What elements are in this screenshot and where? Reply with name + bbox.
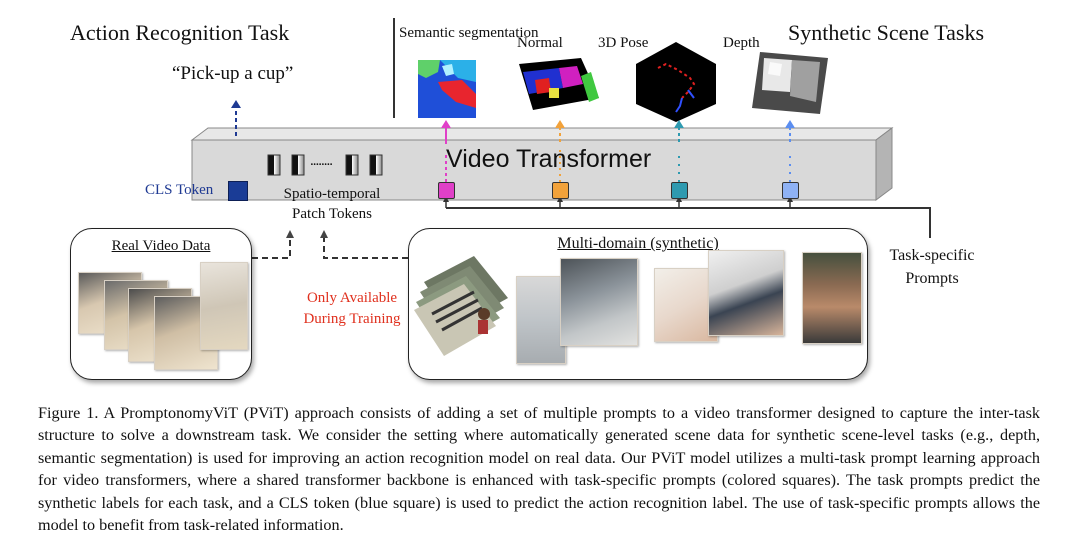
patch-tokens-label: Spatio-temporal Patch Tokens (275, 184, 389, 224)
prompts-label-line2: Prompts (905, 270, 959, 287)
training-note-line2: During Training (303, 311, 401, 327)
synthetic-data-title: Multi-domain (synthetic) (557, 235, 719, 252)
action-recognition-heading: Action Recognition Task (70, 20, 290, 45)
section-divider (393, 18, 395, 118)
patch-tokens-label-line2: Patch Tokens (292, 206, 372, 222)
real-video-frame-5 (200, 262, 248, 350)
prompt-token-normal (552, 182, 569, 199)
connector-layer (231, 100, 931, 259)
synthetic-frame-face (802, 252, 862, 344)
task-specific-prompts-label: Task-specific Prompts (882, 244, 982, 290)
figure-caption: Figure 1. A PromptonomyViT (PViT) approa… (38, 404, 1040, 535)
synthetic-tasks-heading: Synthetic Scene Tasks (788, 20, 985, 45)
normal-output-image (519, 58, 599, 110)
video-transformer-label: Video Transformer (446, 145, 652, 173)
prompt-token-semantic (438, 182, 455, 199)
synthetic-stacked-frames (414, 256, 508, 356)
real-video-data-title: Real Video Data (111, 238, 211, 254)
semantic-segmentation-output-image (418, 60, 476, 118)
synthetic-frame-building-2 (560, 258, 638, 346)
3d-pose-output-image (636, 42, 716, 122)
synthetic-frame-hand-1 (654, 268, 718, 342)
task-label-normal: Normal (517, 35, 563, 51)
patch-token-sequence (267, 154, 383, 176)
prompt-token-depth (782, 182, 799, 199)
depth-output-image (752, 52, 828, 114)
prompt-token-3d-pose (671, 182, 688, 199)
synthetic-frame-building-1 (516, 276, 566, 364)
prompts-label-line1: Task-specific (889, 247, 975, 264)
training-note-line1: Only Available (306, 290, 398, 306)
patch-tokens-label-line1: Spatio-temporal (283, 186, 381, 202)
cls-token-label: CLS Token (145, 182, 214, 198)
synthetic-frame-hand-2 (708, 250, 784, 336)
action-prediction-label: “Pick-up a cup” (172, 63, 294, 84)
task-label-3d-pose: 3D Pose (598, 35, 649, 51)
token-ellipsis: ........ (310, 153, 333, 169)
video-transformer-bar (190, 127, 894, 201)
task-label-depth: Depth (723, 35, 760, 51)
training-only-note: Only Available During Training (298, 288, 406, 330)
cls-token (228, 181, 248, 201)
